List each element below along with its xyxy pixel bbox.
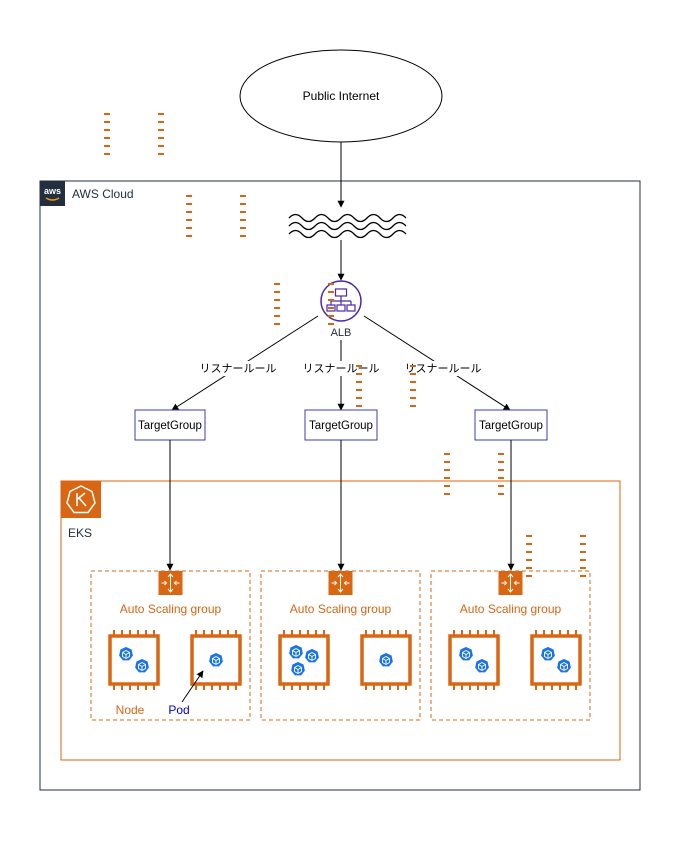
- listener-rule-label-1: リスナールール: [200, 362, 277, 375]
- k8s-pod-icon: [458, 646, 474, 662]
- aws-cloud-label: AWS Cloud: [72, 187, 134, 201]
- eks-logo-icon: [61, 481, 101, 518]
- ec2-node-chip-icon: [186, 195, 246, 690]
- aws-logo-icon: aws: [40, 181, 65, 206]
- auto-scaling-group-3: Auto Scaling group: [430, 453, 591, 721]
- auto-scaling-icon: [158, 571, 183, 595]
- internet-gateway-wave-icon: [288, 213, 407, 239]
- k8s-pod-icon: [474, 658, 490, 674]
- auto-scaling-group-2: Auto Scaling group: [260, 283, 421, 721]
- target-group-label-3: TargetGroup: [479, 420, 543, 432]
- target-group-box-3: [474, 409, 548, 441]
- target-group-label-2: TargetGroup: [309, 420, 373, 432]
- listener-rule-label-3: リスナールール: [405, 362, 482, 375]
- aws-logo-text: aws: [44, 186, 61, 196]
- ec2-node-chip-icon: [274, 283, 334, 690]
- k8s-pod-icon: [540, 646, 556, 662]
- k8s-pod-icon: [118, 646, 134, 662]
- auto-scaling-group-label: Auto Scaling group: [460, 602, 562, 616]
- k8s-pod-icon: [556, 658, 572, 674]
- pod-annotation-arrow: [181, 670, 204, 703]
- auto-scaling-group-label: Auto Scaling group: [120, 602, 222, 616]
- aws-cloud-group: [39, 180, 641, 791]
- auto-scaling-icon: [498, 571, 523, 595]
- ec2-node-chip-icon: [356, 365, 416, 690]
- k8s-pod-icon: [378, 652, 394, 668]
- node-annotation-label: Node: [116, 703, 145, 717]
- ec2-node-chip-icon: [444, 453, 504, 690]
- auto-scaling-group-label: Auto Scaling group: [290, 602, 392, 616]
- k8s-pod-icon: [134, 658, 150, 674]
- pod-annotation-label: Pod: [168, 703, 189, 717]
- listener-rule-label-2: リスナールール: [303, 362, 380, 375]
- auto-scaling-icon: [328, 571, 353, 595]
- k8s-pod-icon: [208, 652, 224, 668]
- eks-label: EKS: [68, 526, 92, 540]
- public-internet-label: Public Internet: [303, 89, 380, 103]
- target-group-label-1: TargetGroup: [138, 420, 202, 432]
- k8s-pod-icon: [290, 661, 306, 677]
- auto-scaling-group-1: Auto Scaling group: [90, 113, 251, 721]
- alb-label: ALB: [331, 327, 352, 339]
- ec2-node-chip-icon: [104, 113, 164, 690]
- alb-load-balancer-icon: [320, 280, 362, 322]
- k8s-pod-icon: [288, 644, 304, 660]
- k8s-pod-icon: [304, 648, 320, 664]
- ec2-node-chip-icon: [526, 535, 586, 690]
